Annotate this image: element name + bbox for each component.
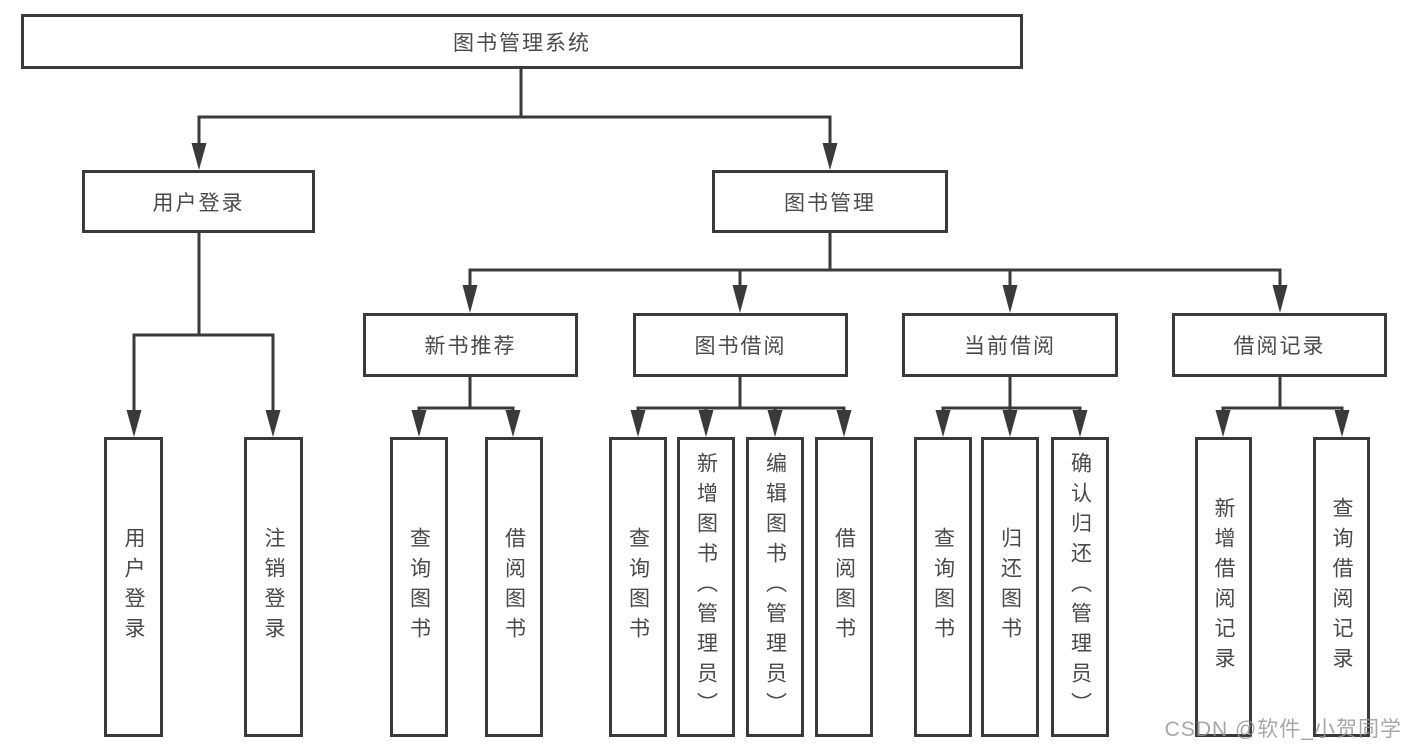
leaf-query-borrow-record-label: 查询借阅记录 <box>1330 497 1354 677</box>
leaf-borrow-books-recommend: 借阅图书 <box>485 437 543 737</box>
leaf-user-login: 用户登录 <box>104 437 163 737</box>
connector-lines <box>132 67 1344 413</box>
leaf-borrow-books-label: 借阅图书 <box>832 527 856 647</box>
node-new-book-recommend: 新书推荐 <box>363 313 578 377</box>
leaf-user-login-label: 用户登录 <box>122 527 146 647</box>
node-library-system: 图书管理系统 <box>21 14 1023 69</box>
leaf-query-books-recommend: 查询图书 <box>390 437 448 737</box>
connector-arrowheads <box>126 143 1350 437</box>
node-current-borrowing-label: 当前借阅 <box>964 335 1056 358</box>
node-book-borrowing: 图书借阅 <box>633 313 848 377</box>
leaf-query-books-current-label: 查询图书 <box>931 527 955 647</box>
node-book-management-label: 图书管理 <box>784 191 876 215</box>
leaf-borrow-books: 借阅图书 <box>815 437 873 737</box>
node-library-system-label: 图书管理系统 <box>453 31 591 55</box>
node-user-login-label: 用户登录 <box>152 191 245 215</box>
node-book-borrowing-label: 图书借阅 <box>694 335 787 358</box>
node-borrowing-records-label: 借阅记录 <box>1233 335 1326 358</box>
node-book-management: 图书管理 <box>712 170 948 233</box>
leaf-query-books-borrowing: 查询图书 <box>609 437 667 737</box>
node-current-borrowing: 当前借阅 <box>902 313 1118 377</box>
leaf-confirm-return-admin-label: 确认归还（管理员） <box>1068 452 1092 722</box>
leaf-return-books-label: 归还图书 <box>998 527 1022 647</box>
leaf-add-borrow-record-label: 新增借阅记录 <box>1212 497 1236 677</box>
leaf-logout-label: 注销登录 <box>262 527 286 647</box>
node-user-login: 用户登录 <box>82 170 315 233</box>
node-new-book-recommend-label: 新书推荐 <box>424 335 517 358</box>
leaf-edit-books-admin: 编辑图书（管理员） <box>746 437 804 737</box>
leaf-add-borrow-record: 新增借阅记录 <box>1195 437 1252 737</box>
leaf-edit-books-admin-label: 编辑图书（管理员） <box>763 452 787 722</box>
node-borrowing-records: 借阅记录 <box>1172 313 1387 377</box>
leaf-query-books-current: 查询图书 <box>914 437 972 737</box>
watermark-text: CSDN @软件_小贺同学 <box>1164 718 1402 741</box>
leaf-query-books-recommend-label: 查询图书 <box>407 527 431 647</box>
leaf-query-borrow-record: 查询借阅记录 <box>1313 437 1370 737</box>
leaf-add-books-admin: 新增图书（管理员） <box>677 437 735 737</box>
leaf-return-books: 归还图书 <box>981 437 1039 737</box>
leaf-confirm-return-admin: 确认归还（管理员） <box>1051 437 1109 737</box>
leaf-add-books-admin-label: 新增图书（管理员） <box>694 452 718 722</box>
leaf-logout: 注销登录 <box>244 437 303 737</box>
leaf-borrow-books-recommend-label: 借阅图书 <box>502 527 526 647</box>
leaf-query-books-borrowing-label: 查询图书 <box>626 527 650 647</box>
